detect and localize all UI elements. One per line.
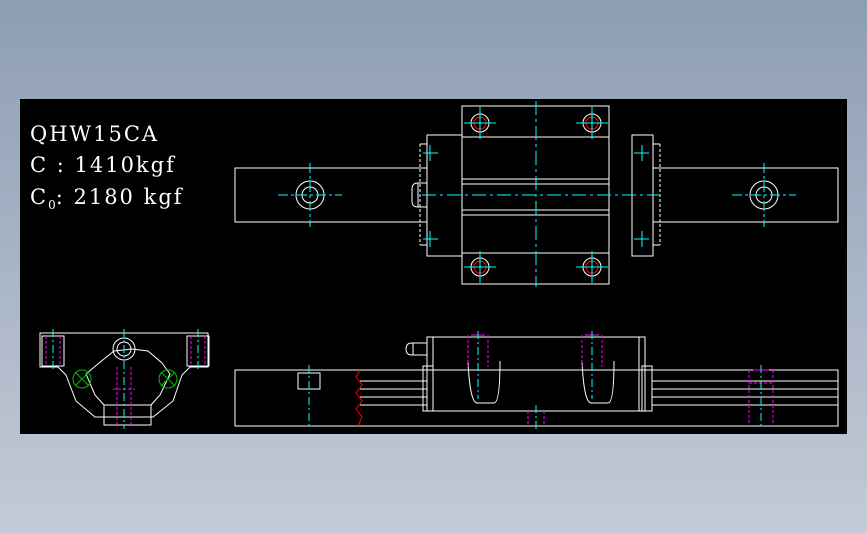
dynamic-load-label: C : 1410kgf — [30, 153, 176, 177]
static-load-label: C0: 2180 kgf — [30, 185, 184, 212]
block-end-outline — [39, 332, 209, 418]
grease-nipple-side — [405, 342, 427, 356]
break-line — [355, 369, 363, 427]
side-bolts — [471, 334, 769, 371]
grease-nipple-top — [411, 182, 427, 208]
model-label: QHW15CA — [30, 122, 160, 146]
end-balls — [72, 369, 178, 389]
cad-drawing — [39, 101, 839, 430]
cad-viewport[interactable]: QHW15CA C : 1410kgf C0: 2180 kgf — [20, 99, 847, 434]
block-side-outline — [426, 336, 646, 412]
side-hidden — [467, 335, 774, 426]
grease-nipple-end — [112, 337, 136, 361]
top-centerlines — [278, 101, 796, 287]
